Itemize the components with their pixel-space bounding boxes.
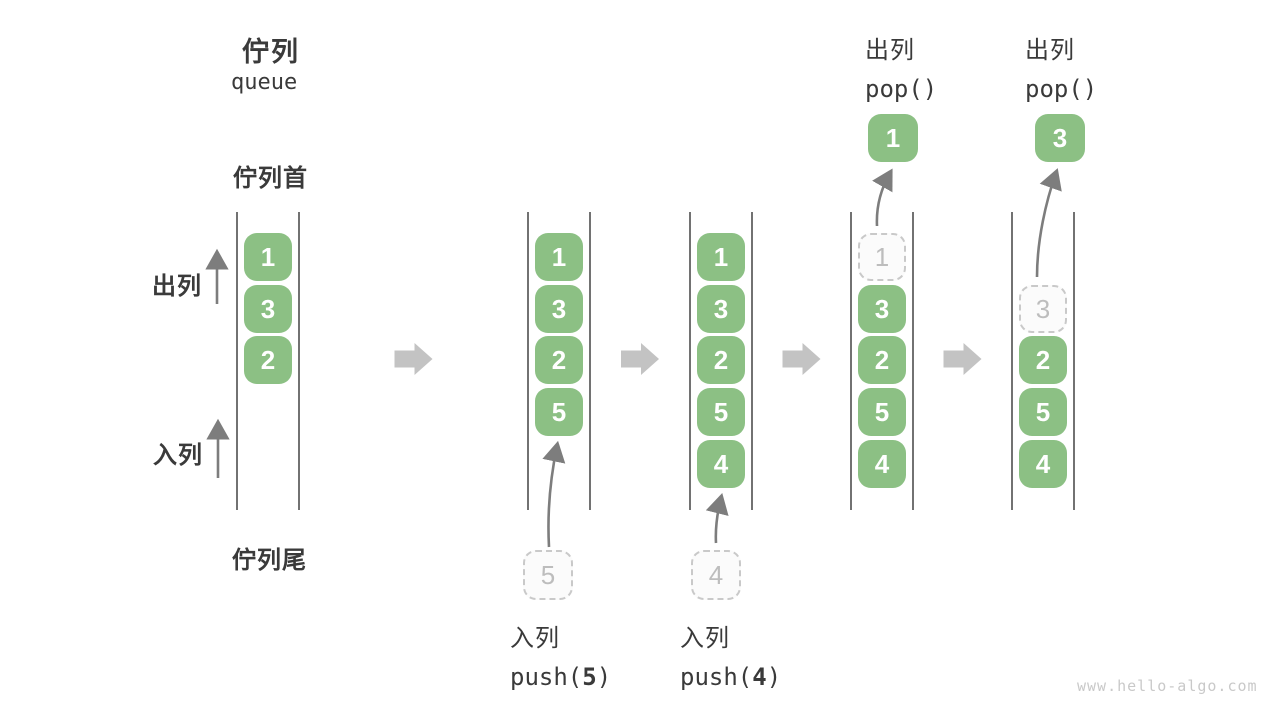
- dequeue-side-label: 出列: [152, 273, 202, 300]
- popped-value-box: 3: [1035, 114, 1085, 162]
- queue-cell: 2: [535, 336, 583, 384]
- push5-arrow-icon: [542, 440, 566, 548]
- enqueue-op-1: 入列 push(5): [510, 618, 611, 691]
- dequeue-op-1: 出列 pop(): [865, 30, 937, 103]
- popped-value-box: 1: [868, 114, 918, 162]
- push4-arrow-icon: [705, 492, 729, 544]
- next-state-arrow-icon: [394, 343, 433, 375]
- queue-front-label: 佇列首: [233, 165, 308, 192]
- enqueue-op-2: 入列 push(4): [680, 618, 781, 691]
- dequeue-op-2-label: 出列: [1025, 37, 1075, 64]
- enqueue-op-1-code: push(5): [510, 663, 612, 691]
- enqueue-op-1-label: 入列: [510, 625, 560, 652]
- queue-cell: 1: [697, 233, 745, 281]
- queue-cell: 5: [1019, 388, 1067, 436]
- queue-cell: 4: [697, 440, 745, 488]
- watermark: www.hello-algo.com: [1077, 677, 1258, 695]
- queue-cell: 2: [244, 336, 292, 384]
- queue-cell: 2: [1019, 336, 1067, 384]
- queue-cell: 1: [535, 233, 583, 281]
- enqueue-op-2-code: push(4): [680, 663, 782, 691]
- queue-cell-ghost: 3: [1019, 285, 1067, 333]
- next-state-arrow-icon: [621, 343, 659, 375]
- queue-cell: 5: [697, 388, 745, 436]
- pop3-arrow-icon: [1035, 168, 1062, 278]
- page-subtitle: queue: [231, 70, 298, 95]
- page-title: 佇列: [242, 37, 300, 67]
- pop1-arrow-icon: [872, 168, 893, 227]
- queue-cell: 3: [697, 285, 745, 333]
- queue-cell: 2: [697, 336, 745, 384]
- queue-cell-ghost: 1: [858, 233, 906, 281]
- dequeue-op-2: 出列 pop(): [1025, 30, 1097, 103]
- pending-value-box: 5: [523, 550, 573, 600]
- pending-value-box: 4: [691, 550, 741, 600]
- queue-cell: 1: [244, 233, 292, 281]
- enqueue-op-1-arg: 5: [582, 663, 597, 691]
- next-state-arrow-icon: [782, 343, 821, 375]
- dequeue-op-1-code: pop(): [865, 75, 938, 103]
- queue-cell: 5: [535, 388, 583, 436]
- queue-cell: 2: [858, 336, 906, 384]
- queue-cell: 4: [858, 440, 906, 488]
- next-state-arrow-icon: [943, 343, 982, 375]
- enqueue-op-2-label: 入列: [680, 625, 730, 652]
- dequeue-op-1-label: 出列: [865, 37, 915, 64]
- queue-cell: 3: [858, 285, 906, 333]
- queue-cell: 4: [1019, 440, 1067, 488]
- queue-cell: 3: [244, 285, 292, 333]
- queue-tail-label: 佇列尾: [232, 547, 307, 574]
- enqueue-op-2-arg: 4: [752, 663, 767, 691]
- queue-cell: 3: [535, 285, 583, 333]
- queue-cell: 5: [858, 388, 906, 436]
- dequeue-op-2-code: pop(): [1025, 75, 1098, 103]
- enqueue-side-label: 入列: [153, 442, 203, 469]
